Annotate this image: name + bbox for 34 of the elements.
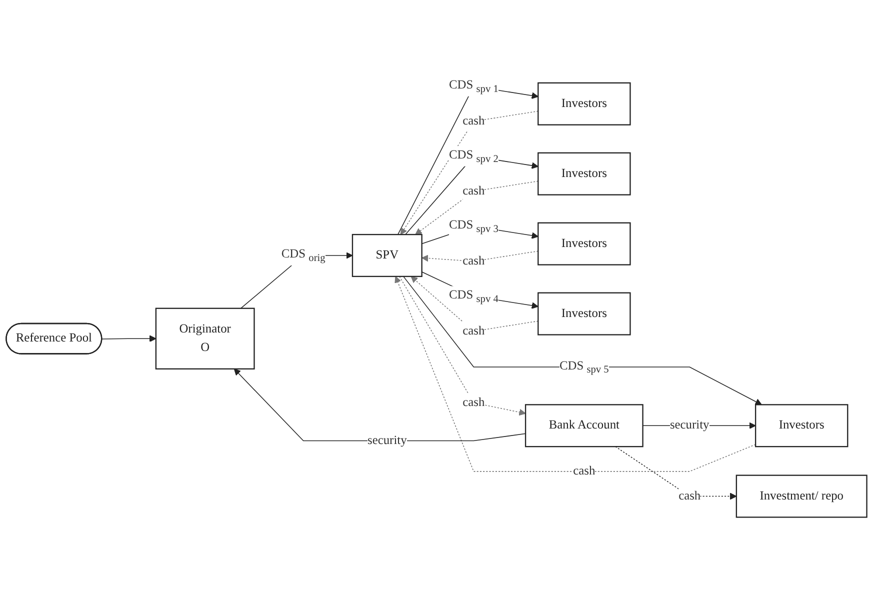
edge-label: CDS $_{spv 5}$ bbox=[559, 359, 609, 376]
arrow bbox=[403, 276, 762, 406]
arrow bbox=[421, 272, 538, 310]
edge-label: CDS $_{spv 4}$ bbox=[448, 288, 498, 304]
edge-label: security bbox=[367, 434, 407, 448]
edge-label: CDS $_{spv 3}$ bbox=[448, 218, 498, 234]
edge-label: cash bbox=[462, 396, 485, 410]
node-box: Originator O bbox=[155, 308, 255, 370]
arrow bbox=[399, 276, 526, 416]
edge-label: CDS $_{spv 1}$ bbox=[448, 78, 498, 94]
arrow bbox=[415, 181, 539, 236]
edge-label: CDS $_{spv 2}$ bbox=[448, 148, 498, 164]
node-box: Investors bbox=[538, 222, 631, 266]
node-box: Bank Account bbox=[524, 404, 644, 448]
edge-label: cash bbox=[678, 490, 701, 503]
node-box: Investors bbox=[754, 404, 848, 448]
node-box: Investors bbox=[538, 292, 631, 336]
arrow bbox=[615, 446, 737, 500]
edge-label: CDS $_{orig}$ bbox=[281, 248, 326, 264]
node-box: SPV bbox=[352, 234, 422, 278]
arrow bbox=[102, 336, 156, 342]
edge-label: cash bbox=[462, 114, 485, 128]
arrow bbox=[422, 251, 539, 262]
arrow bbox=[234, 368, 526, 442]
node-box: Investors bbox=[538, 82, 631, 126]
node-box: Investors bbox=[538, 152, 631, 196]
arrow bbox=[400, 111, 539, 236]
edge-label: cash bbox=[462, 254, 485, 268]
edge-label: security bbox=[670, 418, 710, 432]
edge-label: cash bbox=[462, 184, 485, 198]
arrow bbox=[410, 276, 539, 332]
edge-label: cash bbox=[573, 464, 596, 478]
edge-label: cash bbox=[462, 324, 485, 338]
node-box: Investment/ repo bbox=[736, 475, 868, 518]
